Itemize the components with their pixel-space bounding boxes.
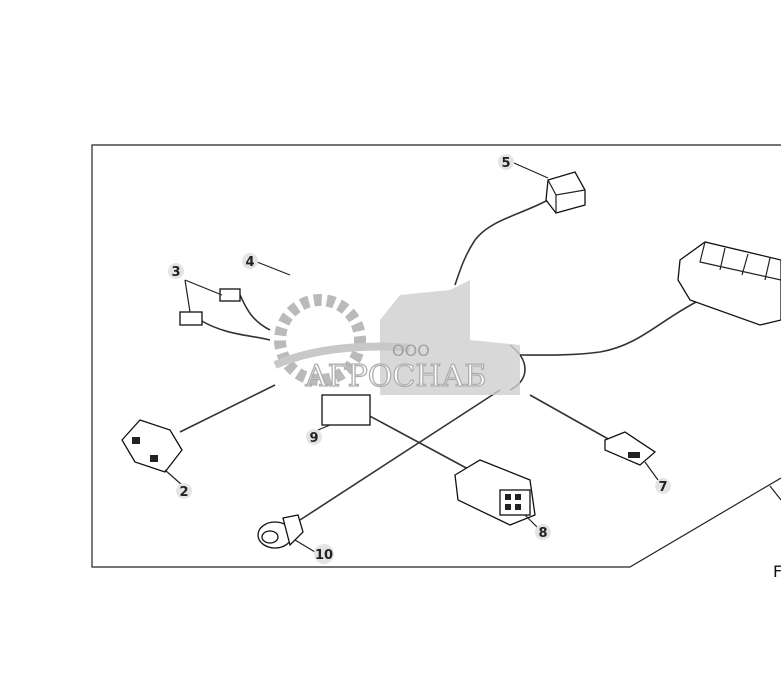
part-3-connectors <box>179 279 241 326</box>
svg-text:5: 5 <box>501 156 510 171</box>
svg-text:10: 10 <box>315 548 333 563</box>
side-label: F <box>773 562 781 581</box>
part-5-connector <box>545 171 586 214</box>
callout-3: 3 <box>168 263 184 280</box>
callout-8: 8 <box>535 524 551 541</box>
svg-text:4: 4 <box>245 255 254 270</box>
callout-4: 4 <box>242 253 258 270</box>
watermark-logo: ООО АГРОСНАБ <box>273 280 520 395</box>
watermark-prefix: ООО <box>392 341 430 360</box>
part-7-connector <box>604 431 659 481</box>
watermark-name: АГРОСНАБ <box>305 359 486 394</box>
part-9-module <box>317 394 371 431</box>
svg-text:7: 7 <box>658 480 667 495</box>
callout-9: 9 <box>306 429 322 446</box>
wires <box>179 199 701 521</box>
svg-text:9: 9 <box>309 431 318 446</box>
diagram-frame <box>91 144 781 568</box>
frame-tick <box>769 485 781 501</box>
callout-5: 5 <box>498 154 514 171</box>
callout-10: 10 <box>314 544 334 564</box>
svg-text:8: 8 <box>538 526 547 541</box>
part-8-connector <box>454 459 539 529</box>
part-10-connector <box>257 514 316 553</box>
callout-2: 2 <box>176 483 192 500</box>
part-6-connector <box>677 241 781 326</box>
svg-text:3: 3 <box>171 265 180 280</box>
callout-7: 7 <box>655 478 671 495</box>
svg-text:2: 2 <box>179 485 188 500</box>
part-2-connector <box>121 419 183 486</box>
